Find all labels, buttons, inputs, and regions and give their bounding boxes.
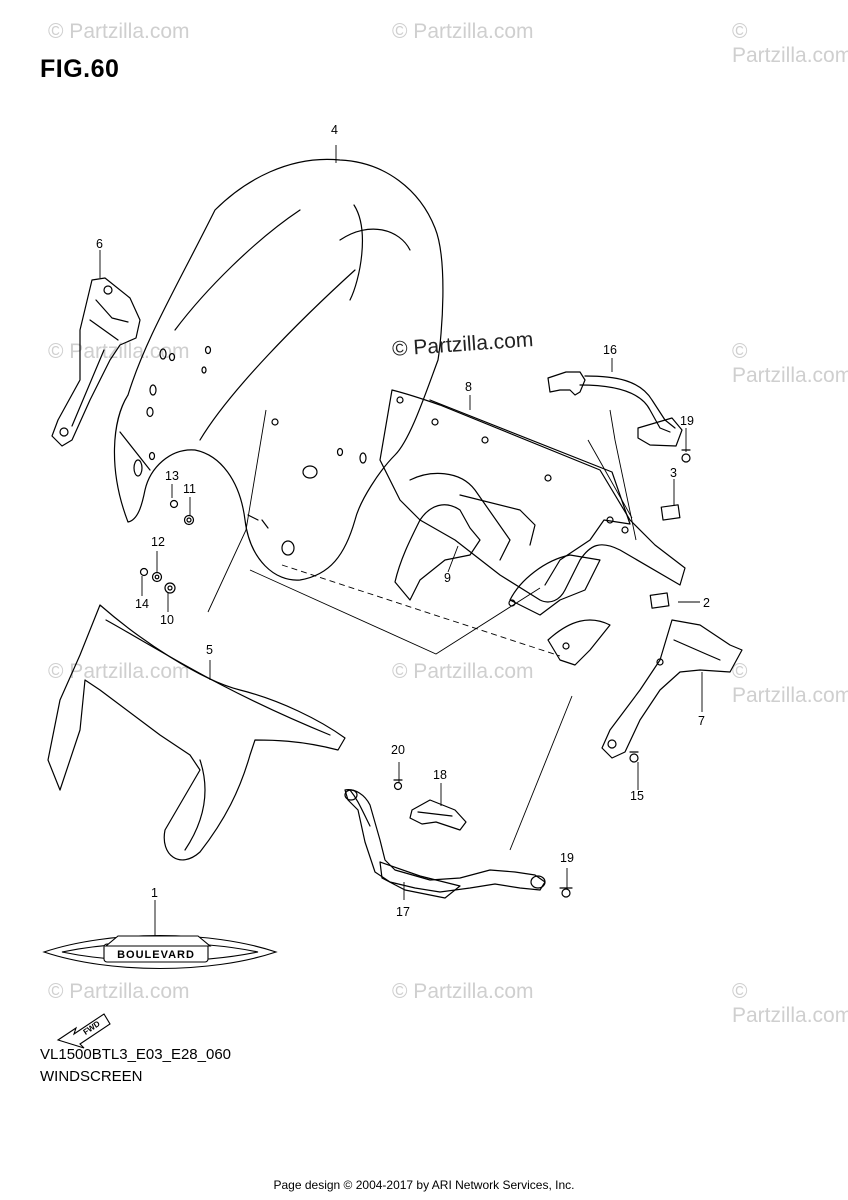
callout-17[interactable]: 17 [396,905,410,919]
bracket-part-6 [51,277,141,447]
watermark: © Partzilla.com [732,980,848,1027]
watermark: © Partzilla.com [732,20,848,67]
stay-part-16 [547,371,683,447]
watermark: © Partzilla.com [392,660,534,683]
callout-9[interactable]: 9 [444,571,451,585]
figure-title: FIG.60 [40,55,120,83]
callout-2[interactable]: 2 [703,596,710,610]
watermark: © Partzilla.com [732,340,848,387]
callout-5[interactable]: 5 [206,643,213,657]
callout-20[interactable]: 20 [391,743,405,757]
model-code: VL1500BTL3_E03_E28_060 [40,1046,232,1063]
cushion-part-3 [660,504,681,521]
watermark: © Partzilla.com [392,20,534,43]
bolt-part-20 [393,779,403,791]
callout-15[interactable]: 15 [630,789,644,803]
bolt-part-15 [629,751,639,763]
bolt-part-19 [559,887,573,898]
callout-4[interactable]: 4 [331,123,338,137]
callout-14[interactable]: 14 [135,597,149,611]
callout-6[interactable]: 6 [96,237,103,251]
cushion-part-2 [649,592,670,609]
forward-arrow-icon [56,1013,111,1049]
callout-11[interactable]: 11 [183,482,196,496]
bracket-part-8 [379,389,686,603]
callout-1[interactable]: 1 [151,886,158,900]
watermark: © Partzilla.com [48,660,190,683]
washer-part-10 [164,582,176,594]
callout-19-upper[interactable]: 19 [680,414,694,428]
watermark: © Partzilla.com [48,340,190,363]
callout-16[interactable]: 16 [603,343,617,357]
section-name: WINDSCREEN [40,1068,143,1085]
windscreen-part-4 [113,158,444,581]
bracket-part-7 [601,619,743,759]
watermark: © Partzilla.com [392,980,534,1003]
callout-8[interactable]: 8 [465,380,472,394]
page-footer: Page design © 2004-2017 by ARI Network S… [273,1178,575,1192]
watermark: © Partzilla.com [48,980,190,1003]
bolt-part-14 [139,567,149,577]
stay-part-17 [344,789,546,899]
callout-3[interactable]: 3 [670,466,677,480]
callout-10[interactable]: 10 [160,613,174,627]
callout-12[interactable]: 12 [151,535,165,549]
callout-13[interactable]: 13 [165,469,179,483]
callout-7[interactable]: 7 [698,714,705,728]
watermark: © Partzilla.com [48,20,190,43]
leader-lines [99,145,703,938]
bolt-part-13 [169,499,179,509]
emblem-part-1 [42,934,278,970]
callout-18[interactable]: 18 [433,768,447,782]
watermark: © Partzilla.com [732,660,848,707]
emblem-wordmark: BOULEVARD [117,949,195,961]
callout-19-lower[interactable]: 19 [560,851,574,865]
washer-part-12 [151,571,163,583]
nut-part-11 [183,514,195,526]
cowl-part-5 [47,604,346,861]
clamp-part-18 [409,799,467,831]
